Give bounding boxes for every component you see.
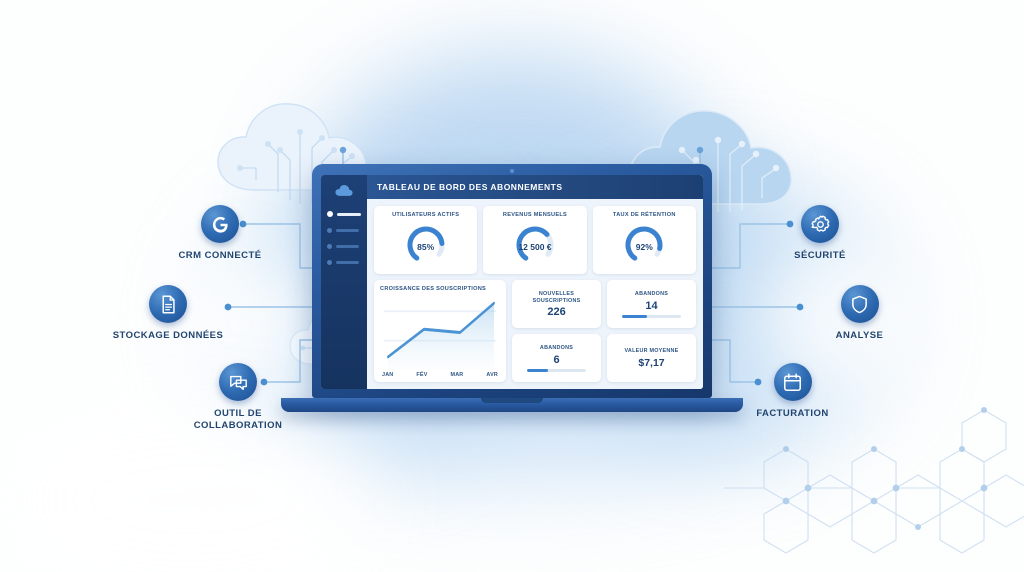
kpi-value: 85%	[417, 242, 435, 252]
shield-icon	[840, 285, 879, 323]
kpi-card-active-users[interactable]: UTILISATEURS ACTIFS 85%	[374, 206, 478, 274]
dashboard-body: UTILISATEURS ACTIFS 85%	[367, 199, 703, 389]
kpi-label: TAUX DE RÉTENTION	[612, 212, 676, 218]
kpi-card-retention-rate[interactable]: TAUX DE RÉTENTION 92%	[592, 206, 696, 274]
stat-value: 14	[645, 299, 658, 312]
dashboard-main: TABLEAU DE BORD DES ABONNEMENTS UTILISAT…	[367, 175, 703, 389]
nav-label-bar	[336, 229, 359, 232]
laptop-screen: TABLEAU DE BORD DES ABONNEMENTS UTILISAT…	[321, 175, 703, 389]
kpi-card-monthly-revenue[interactable]: REVENUS MENSUELS 12 500 €	[483, 206, 587, 274]
stat-label: ABANDONS	[539, 344, 574, 351]
nav-dot-icon	[327, 211, 333, 217]
feature-node-analysis[interactable]: ANALYSE	[802, 285, 917, 342]
nav-label-bar	[336, 245, 359, 248]
laptop-mockup: TABLEAU DE BORD DES ABONNEMENTS UTILISAT…	[281, 164, 743, 412]
stat-label: NOUVELLES SOUSCRIPTIONS	[532, 290, 581, 304]
x-tick-label: JAN	[382, 372, 394, 378]
stat-value: 226	[547, 306, 566, 319]
gear-icon	[801, 205, 839, 243]
x-tick-label: FÉV	[416, 372, 428, 378]
calendar-icon	[773, 363, 812, 401]
stat-value: $7,17	[638, 356, 665, 369]
stat-label: ABANDONS	[634, 290, 669, 297]
kpi-label: REVENUS MENSUELS	[502, 212, 568, 218]
google-g-icon	[201, 205, 239, 243]
feature-node-label: OUTIL DE COLLABORATION	[193, 408, 283, 431]
kpi-value: 12 500 €	[518, 242, 552, 252]
stat-card-churn-secondary[interactable]: ABANDONS 6	[512, 334, 601, 382]
feature-node-security[interactable]: SÉCURITÉ	[765, 205, 875, 262]
laptop-lid: TABLEAU DE BORD DES ABONNEMENTS UTILISAT…	[312, 164, 712, 398]
x-tick-label: AVR	[486, 372, 499, 378]
gauge-active-users: 85%	[403, 222, 449, 264]
stat-grid: NOUVELLES SOUSCRIPTIONS 226 ABANDONS 14	[512, 280, 696, 382]
stat-card-new-subscriptions[interactable]: NOUVELLES SOUSCRIPTIONS 226	[512, 280, 601, 328]
gauge-retention-rate: 92%	[621, 222, 667, 264]
chart-x-axis: JAN FÉV MAR AVR	[380, 370, 500, 378]
sidebar-item-4[interactable]	[321, 260, 367, 265]
nav-dot-icon	[327, 244, 332, 249]
kpi-row: UTILISATEURS ACTIFS 85%	[374, 206, 696, 274]
subscription-growth-chart-card[interactable]: CROISSANCE DES SOUSCRIPTIONS	[374, 280, 507, 382]
stat-card-average-value[interactable]: VALEUR MOYENNE $7,17	[607, 334, 696, 382]
feature-node-label: CRM CONNECTÉ	[178, 250, 262, 261]
gauge-monthly-revenue: 12 500 €	[512, 222, 558, 264]
stat-card-churn-primary[interactable]: ABANDONS 14	[607, 280, 696, 328]
feature-node-label: FACTURATION	[756, 408, 829, 419]
chart-plot	[380, 295, 500, 370]
cloud-icon	[321, 184, 367, 197]
chat-bubbles-icon	[219, 363, 257, 401]
chart-title: CROISSANCE DES SOUSCRIPTIONS	[380, 286, 487, 292]
kpi-label: UTILISATEURS ACTIFS	[392, 212, 460, 218]
dashboard-title: TABLEAU DE BORD DES ABONNEMENTS	[377, 182, 563, 192]
feature-node-billing[interactable]: FACTURATION	[735, 363, 850, 420]
feature-node-label: ANALYSE	[835, 330, 884, 341]
feature-node-collaboration[interactable]: OUTIL DE COLLABORATION	[178, 363, 298, 431]
sidebar-item-1[interactable]	[321, 211, 367, 217]
feature-node-label: SÉCURITÉ	[794, 250, 846, 261]
dashboard-sidebar	[321, 175, 367, 389]
webcam-dot	[510, 169, 514, 173]
sidebar-item-2[interactable]	[321, 228, 367, 233]
feature-node-storage[interactable]: STOCKAGE DONNÉES	[108, 285, 228, 342]
nav-dot-icon	[327, 228, 332, 233]
nav-label-bar	[337, 212, 361, 216]
feature-node-label: STOCKAGE DONNÉES	[112, 330, 224, 341]
stat-progress-bar	[622, 314, 681, 319]
nav-label-bar	[336, 261, 359, 264]
x-tick-label: MAR	[450, 372, 464, 378]
feature-node-crm[interactable]: CRM CONNECTÉ	[165, 205, 275, 262]
document-icon	[149, 285, 187, 323]
stat-value: 6	[553, 353, 560, 366]
kpi-value: 92%	[635, 242, 653, 252]
stat-label: VALEUR MOYENNE	[624, 348, 679, 355]
dashboard-header: TABLEAU DE BORD DES ABONNEMENTS	[367, 175, 703, 199]
nav-dot-icon	[327, 260, 332, 265]
lower-row: CROISSANCE DES SOUSCRIPTIONS	[374, 280, 696, 382]
stat-progress-bar	[527, 368, 586, 373]
sidebar-item-3[interactable]	[321, 244, 367, 249]
hexagon-mesh-pattern	[724, 402, 1024, 572]
laptop-base	[281, 398, 743, 412]
